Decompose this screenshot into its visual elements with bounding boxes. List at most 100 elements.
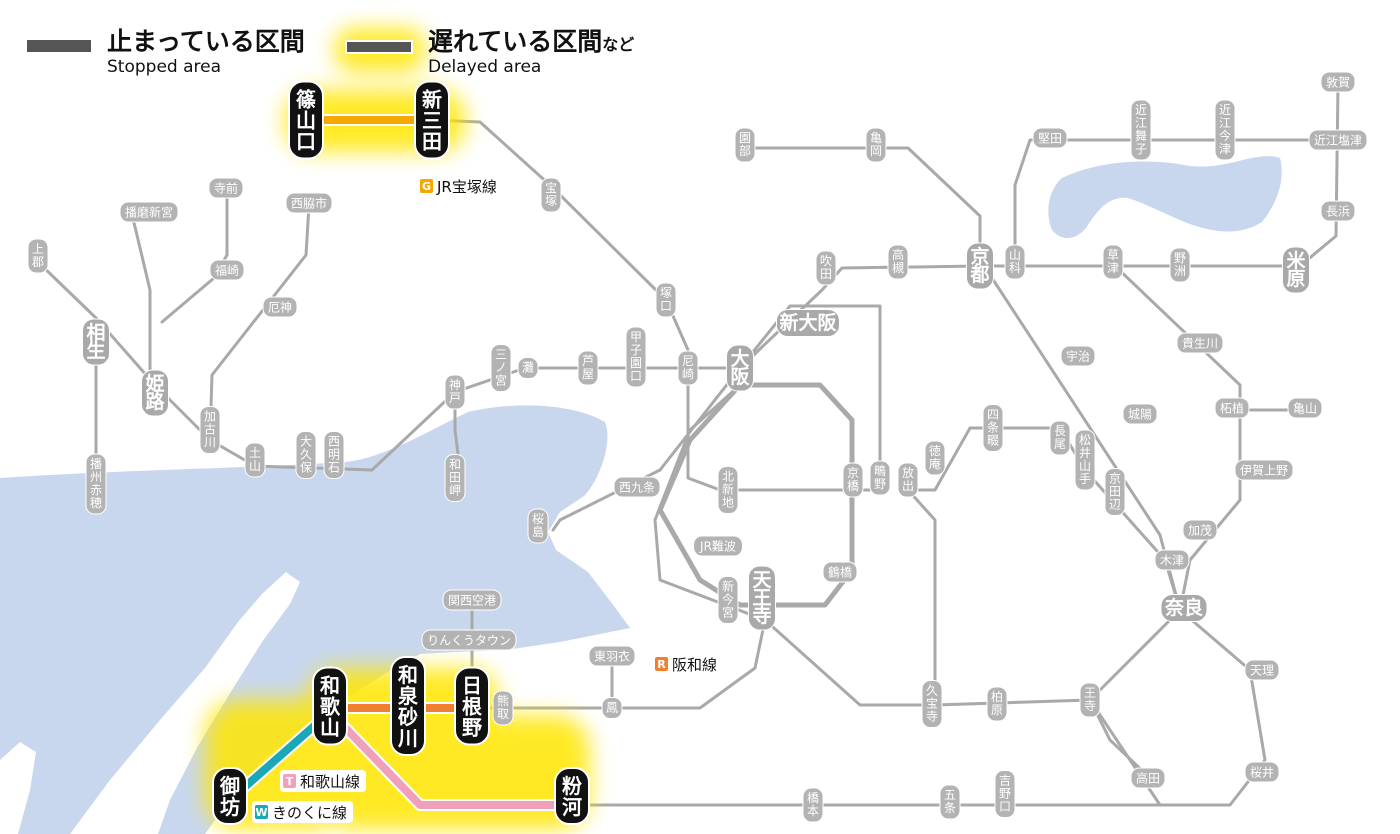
station-label: 天理	[1250, 663, 1274, 677]
station-kamo[interactable]: 加茂	[1182, 519, 1218, 541]
station-shigino[interactable]: 鴫野	[869, 460, 891, 496]
station-kashiwara[interactable]: 柏原	[986, 686, 1008, 722]
station-sannomiya[interactable]: 三ノ宮	[490, 344, 512, 392]
station-yoshinoguchi[interactable]: 吉野口	[994, 770, 1016, 818]
station-tsuruga[interactable]: 敦賀	[1320, 71, 1356, 93]
station-kansaiairport[interactable]: 関西空港	[442, 589, 502, 611]
station-kyobashi[interactable]: 京橋	[842, 462, 864, 498]
station-takada[interactable]: 高田	[1130, 767, 1166, 789]
station-ookubo[interactable]: 大久保	[295, 431, 317, 479]
station-ueno[interactable]: 上郡	[27, 238, 49, 274]
station-label-char: 王	[1084, 686, 1096, 700]
station-gojo[interactable]: 五条	[939, 784, 961, 820]
station-osaka[interactable]: 大阪	[726, 344, 754, 392]
station-otori[interactable]: 鳳	[601, 697, 623, 719]
station-rinkutown[interactable]: りんくうタウン	[421, 629, 517, 651]
station-himeji[interactable]: 姫路	[141, 369, 169, 417]
station-kyuhoji[interactable]: 久宝寺	[921, 680, 943, 728]
station-hanaten[interactable]: 放出	[897, 462, 919, 498]
station-yamashina[interactable]: 山科	[1004, 244, 1026, 280]
station-suita[interactable]: 吹田	[815, 250, 837, 286]
station-teramae[interactable]: 寺前	[208, 177, 244, 199]
station-tennoji[interactable]: 天王寺	[748, 565, 776, 631]
station-nada[interactable]: 灘	[517, 357, 539, 379]
station-harimashinmiya[interactable]: 播磨新宮	[119, 201, 179, 223]
station-hl-和歌山[interactable]: 和歌山	[312, 666, 348, 746]
station-tsukaguchi[interactable]: 塚口	[655, 282, 677, 318]
station-joyo[interactable]: 城陽	[1122, 403, 1158, 425]
station-kyoto[interactable]: 京都	[966, 242, 994, 290]
station-yasu[interactable]: 野洲	[1169, 247, 1191, 283]
station-oji[interactable]: 王寺	[1079, 682, 1101, 718]
station-kizu[interactable]: 木津	[1154, 549, 1190, 571]
station-nishikujo[interactable]: 西九条	[613, 476, 661, 498]
station-label-char: 出	[902, 479, 914, 493]
station-jrnamba[interactable]: JR難波	[693, 535, 743, 557]
station-kitashinchi[interactable]: 北新地	[717, 466, 739, 514]
station-nishiakashi[interactable]: 西明石	[323, 431, 345, 479]
station-shijonawate[interactable]: 四条畷	[982, 404, 1004, 452]
station-sakurajima[interactable]: 桜島	[527, 508, 549, 544]
station-fukusaki[interactable]: 福崎	[209, 259, 245, 281]
station-label-char: 寺	[1084, 699, 1096, 713]
station-sakurai[interactable]: 桜井	[1244, 761, 1280, 783]
station-yakujin[interactable]: 厄神	[262, 296, 298, 318]
station-hl-粉河[interactable]: 粉河	[554, 767, 590, 825]
station-maibara[interactable]: 米原	[1282, 246, 1310, 294]
station-igaueno[interactable]: 伊賀上野	[1234, 459, 1294, 481]
station-hashimoto[interactable]: 橋本	[802, 787, 824, 823]
station-takatsuki[interactable]: 高槻	[887, 244, 909, 280]
station-takarazuka[interactable]: 宝塚	[540, 177, 562, 213]
station-aioi[interactable]: 相生	[82, 318, 110, 366]
station-ashiya[interactable]: 芦屋	[577, 350, 599, 386]
station-kyotanabe[interactable]: 京田辺	[1104, 468, 1126, 516]
station-kameyama[interactable]: 亀山	[1287, 397, 1323, 419]
station-wadamisaki[interactable]: 和田岬	[444, 454, 466, 502]
station-label-char: 宝	[926, 697, 938, 711]
station-sonobe[interactable]: 園部	[734, 127, 756, 163]
station-hl-篠山口[interactable]: 篠山口	[288, 80, 324, 160]
awaji-island-tip	[0, 742, 36, 834]
station-hl-日根野[interactable]: 日根野	[454, 666, 490, 746]
station-amagasaki[interactable]: 尼崎	[677, 350, 699, 386]
station-katata[interactable]: 堅田	[1032, 127, 1068, 149]
station-kobe[interactable]: 神戸	[444, 374, 466, 410]
station-shinimamiya[interactable]: 新今宮	[717, 576, 739, 624]
station-hl-新三田[interactable]: 新三田	[414, 80, 450, 160]
station-tsuge[interactable]: 柘植	[1214, 397, 1250, 419]
station-kibukawa[interactable]: 貴生川	[1176, 332, 1224, 354]
station-hl-御坊[interactable]: 御坊	[212, 767, 248, 825]
station-shinosaka[interactable]: 新大阪	[776, 309, 840, 337]
station-label-char: 甲	[630, 330, 642, 344]
station-kusatsu[interactable]: 草津	[1102, 244, 1124, 280]
station-kameoka[interactable]: 亀岡	[865, 127, 887, 163]
station-nara[interactable]: 奈良	[1160, 594, 1208, 622]
station-nagao[interactable]: 長尾	[1049, 420, 1071, 456]
station-label-char: 州	[90, 470, 102, 484]
station-nishiwakishi[interactable]: 西脇市	[285, 192, 333, 214]
station-label-char: 口	[999, 800, 1011, 814]
station-uji[interactable]: 宇治	[1060, 345, 1096, 367]
line-badge	[283, 774, 296, 788]
station-omishiotsu[interactable]: 近江塩津	[1308, 129, 1368, 151]
station-kakogawa[interactable]: 加古川	[199, 406, 221, 454]
station-label-char: 庵	[929, 456, 941, 471]
station-kumatori[interactable]: 熊取	[492, 690, 514, 726]
station-tsuruhashi[interactable]: 鶴橋	[822, 561, 858, 583]
station-tenri[interactable]: 天理	[1244, 659, 1280, 681]
station-nagahama[interactable]: 長浜	[1320, 200, 1356, 222]
station-higashihagoromo[interactable]: 東羽衣	[588, 645, 636, 667]
station-label-char: 砂	[398, 705, 418, 729]
station-tokuan[interactable]: 徳庵	[924, 440, 946, 476]
station-dobayama[interactable]: 土山	[244, 442, 266, 478]
